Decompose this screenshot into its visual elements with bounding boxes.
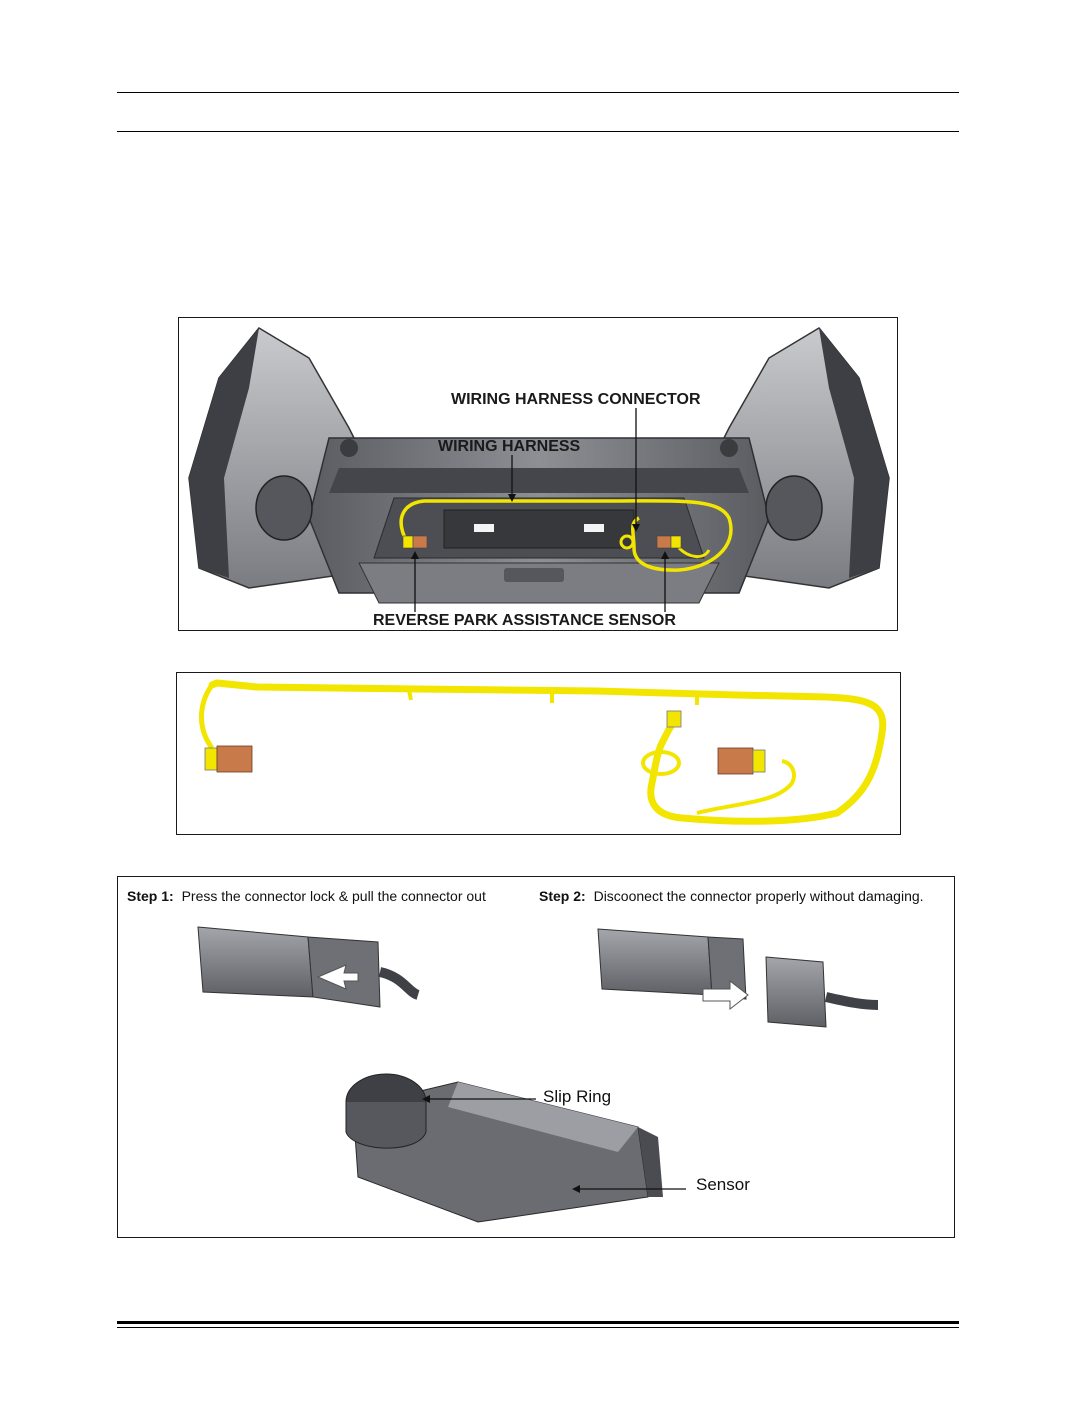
step1-text: Press the connector lock & pull the conn… bbox=[182, 888, 486, 904]
step2-prefix: Step 2: bbox=[539, 888, 586, 904]
reverse-park-sensor-label: REVERSE PARK ASSISTANCE SENSOR bbox=[373, 612, 676, 629]
step2-connector-graphic bbox=[597, 928, 879, 1028]
svg-text:Step 2: Discoonect the c: Step 2: Discoonect the connector properl… bbox=[539, 888, 924, 904]
footer-rule-thick bbox=[117, 1321, 959, 1324]
connector-steps-figure: Step 1: Press the connector lock & pull … bbox=[117, 876, 955, 1238]
sensor-graphic bbox=[345, 1073, 686, 1223]
step1-connector-graphic bbox=[197, 926, 421, 1008]
header-rule-top bbox=[117, 92, 959, 93]
bumper-illustration: WIRING HARNESS CONNECTOR WIRING HARNESS … bbox=[188, 327, 890, 629]
harness-figure bbox=[176, 672, 901, 835]
wiring-harness-label: WIRING HARNESS bbox=[438, 438, 581, 455]
step2-text: Discoonect the connector properly withou… bbox=[594, 888, 924, 904]
connector-steps-illustration: Step 1: Press the connector lock & pull … bbox=[127, 888, 924, 1223]
slip-ring-label: Slip Ring bbox=[543, 1087, 611, 1106]
svg-text:Step 1: Press the connec: Step 1: Press the connector lock & pull … bbox=[127, 888, 486, 904]
bumper-figure: WIRING HARNESS CONNECTOR WIRING HARNESS … bbox=[178, 317, 898, 631]
step1-prefix: Step 1: bbox=[127, 888, 174, 904]
header-rule-bottom bbox=[117, 131, 959, 132]
footer-rule-thin bbox=[117, 1327, 959, 1328]
sensor-label: Sensor bbox=[696, 1175, 750, 1194]
wiring-harness-connector-label: WIRING HARNESS CONNECTOR bbox=[451, 391, 701, 408]
harness-illustration bbox=[199, 679, 887, 825]
